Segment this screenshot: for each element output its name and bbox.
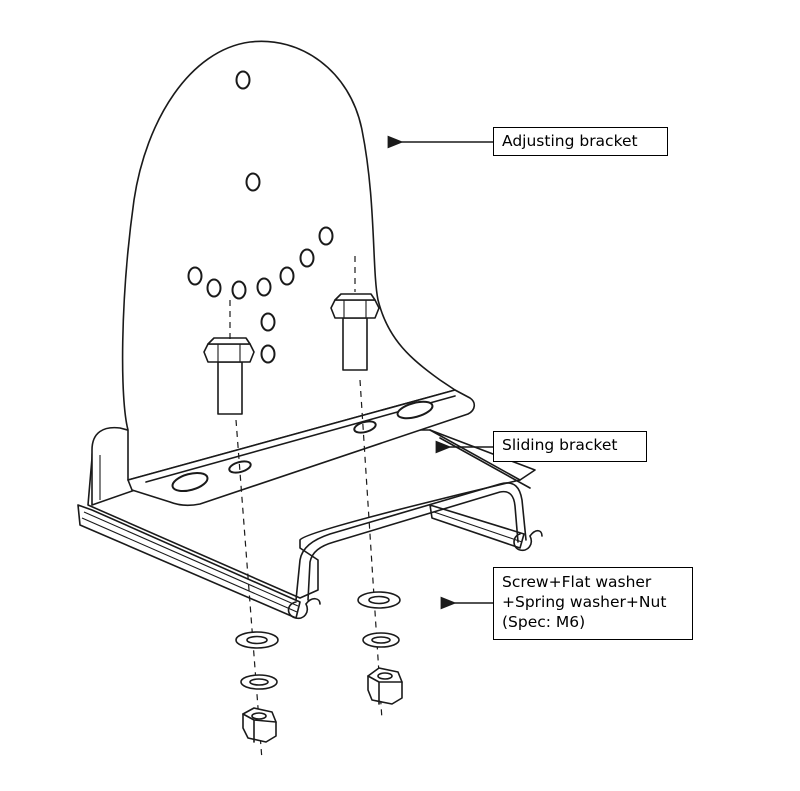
screw-line-1: Screw+Flat washer (502, 573, 652, 591)
screw-line-2: +Spring washer+Nut (502, 593, 667, 611)
hardware-right (357, 591, 403, 705)
screw-spec-label: Screw+Flat washer +Spring washer+Nut (Sp… (493, 567, 693, 640)
bolt-right (330, 293, 380, 371)
plate-hole (245, 172, 261, 192)
adjusting-bracket-label: Adjusting bracket (493, 127, 668, 156)
plate-hole (299, 248, 315, 268)
adjusting-bracket (121, 40, 476, 507)
plate-hole (260, 344, 276, 364)
plate-hole (256, 277, 272, 297)
plate-hole (206, 278, 222, 298)
plate-hole (279, 266, 295, 286)
plate-hole (318, 226, 334, 246)
hardware-left (235, 631, 279, 743)
plate-hole (231, 280, 247, 300)
sliding-bracket-label: Sliding bracket (493, 431, 647, 462)
sliding-bracket-text: Sliding bracket (502, 436, 618, 454)
plate-hole (187, 266, 203, 286)
screw-line-3: (Spec: M6) (502, 613, 586, 631)
bolt-left (203, 337, 255, 415)
adjusting-bracket-text: Adjusting bracket (502, 132, 638, 150)
plate-hole (235, 70, 251, 90)
plate-hole (260, 312, 276, 332)
